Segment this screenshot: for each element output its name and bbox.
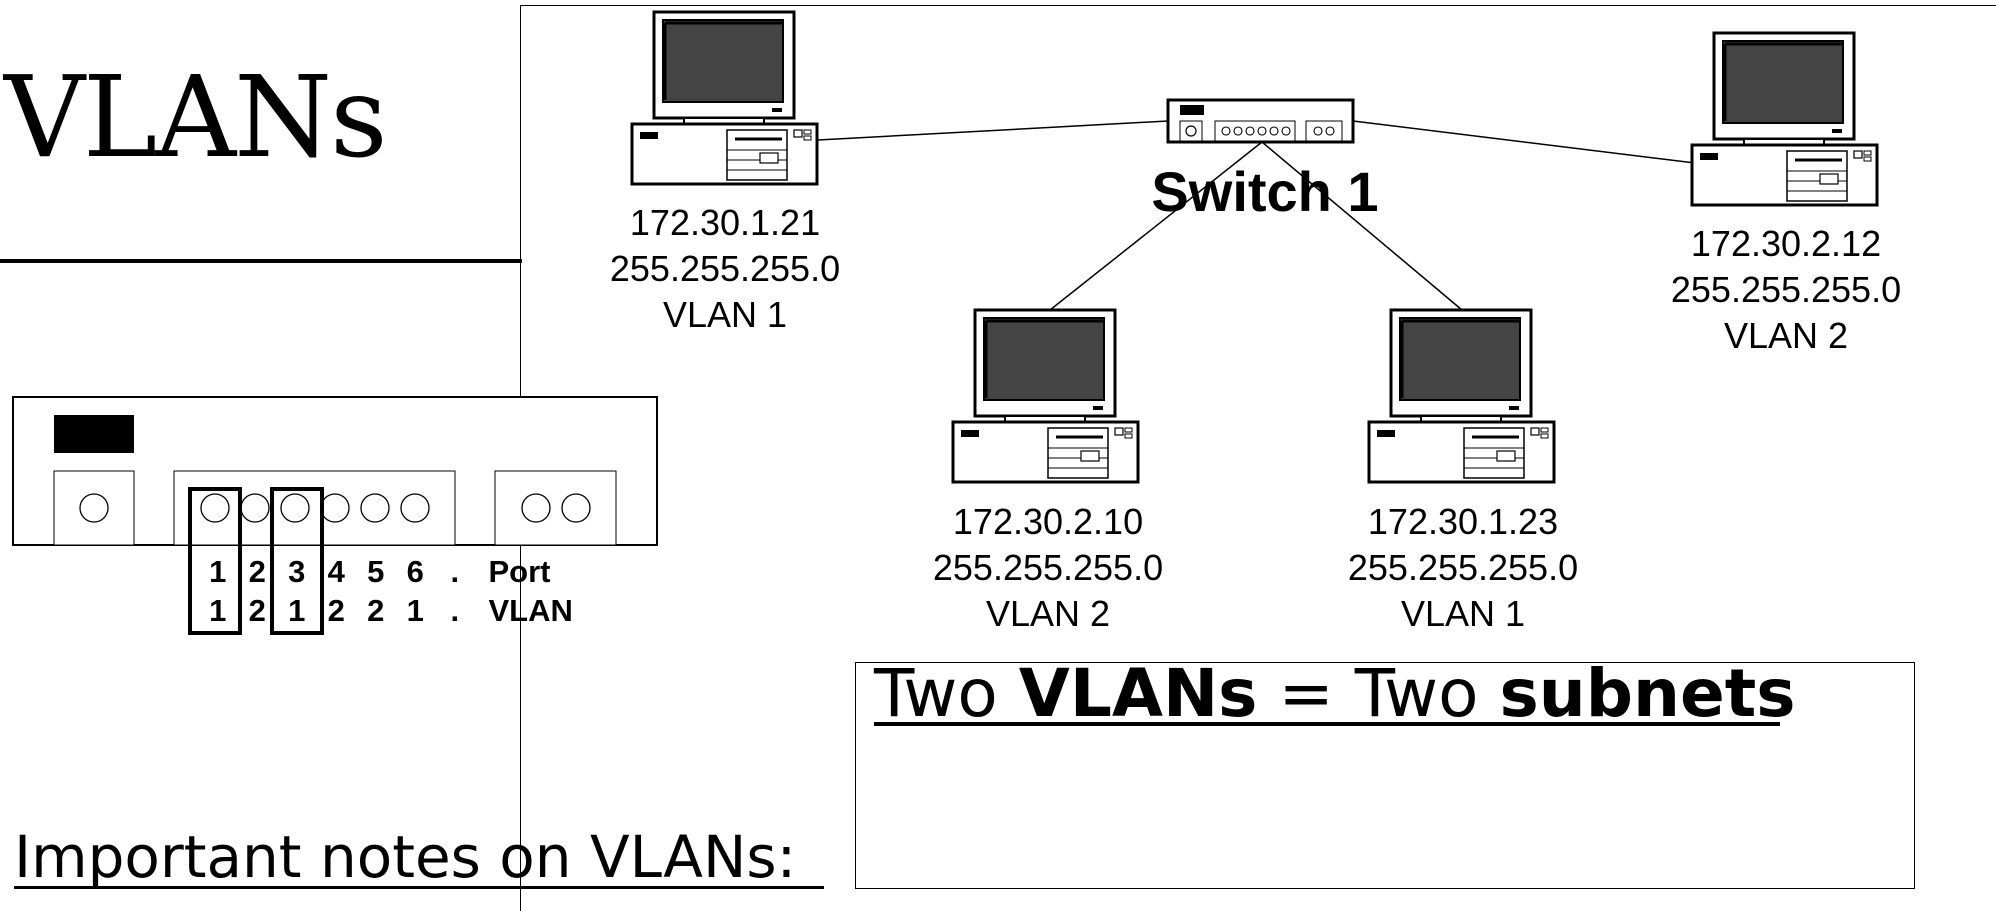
host-vlan: VLAN 1 [662, 294, 788, 335]
vlan-number: 1 [288, 592, 306, 628]
switch-detail-icon [12, 396, 658, 635]
summary-part: = Two [1257, 655, 1500, 732]
notes-underline [14, 886, 824, 889]
link-host2-switch [1049, 141, 1263, 311]
host-ip: 172.30.1.23 [1367, 501, 1559, 542]
computer-icon [951, 308, 1140, 484]
host-label-4: 172.30.2.12 255.255.255.0 VLAN 2 [1626, 221, 1946, 359]
host-ip: 172.30.2.10 [952, 501, 1144, 542]
port-number: 3 [288, 553, 306, 589]
summary-emphasis: subnets [1499, 655, 1796, 732]
port-vlan-table: 1 2 3 4 5 6 . Port 1 2 1 2 2 1 . VLAN [198, 552, 573, 630]
link-host3-switch [1261, 141, 1463, 311]
port-number: 2 [248, 553, 266, 589]
summary-emphasis: VLANs [1018, 655, 1258, 732]
summary-underline [874, 722, 1780, 726]
port-number: . [450, 553, 460, 589]
host-label-1: 172.30.1.21 255.255.255.0 VLAN 1 [565, 200, 885, 338]
vlan-number: 1 [406, 592, 424, 628]
port-number: 4 [327, 553, 345, 589]
host-label-3: 172.30.1.23 255.255.255.0 VLAN 1 [1303, 499, 1623, 637]
port-3-highlight [270, 487, 324, 635]
vlan-number: 1 [209, 592, 227, 628]
host-ip: 172.30.2.12 [1690, 223, 1882, 264]
port-row: 1 2 3 4 5 6 . Port [198, 552, 573, 591]
port-number: 1 [209, 553, 227, 589]
summary-part: Two [874, 655, 1019, 732]
summary-box [855, 662, 1915, 889]
port-number: 6 [406, 553, 424, 589]
host-label-2: 172.30.2.10 255.255.255.0 VLAN 2 [888, 499, 1208, 637]
link-host4-switch [1352, 120, 1696, 164]
link-host1-switch [817, 120, 1169, 141]
host-vlan: VLAN 1 [1400, 593, 1526, 634]
computer-icon [630, 10, 819, 186]
vlan-number: 2 [367, 592, 385, 628]
host-mask: 255.255.255.0 [609, 248, 841, 289]
computer-icon [1690, 31, 1879, 207]
vlan-number: . [450, 592, 460, 628]
host-vlan: VLAN 2 [1723, 315, 1849, 356]
vlan-row: 1 2 1 2 2 1 . VLAN [198, 591, 573, 630]
host-vlan: VLAN 2 [985, 593, 1111, 634]
host-ip: 172.30.1.21 [629, 202, 821, 243]
switch-icon [1166, 98, 1355, 144]
summary-text: Two VLANs = Two subnets [874, 654, 1796, 734]
notes-heading: Important notes on VLANs: [14, 823, 797, 891]
page-title: VLANs [4, 53, 388, 183]
vlan-row-label: VLAN [488, 592, 573, 628]
host-mask: 255.255.255.0 [1347, 547, 1579, 588]
port-1-highlight [188, 487, 242, 635]
vlan-number: 2 [248, 592, 266, 628]
host-mask: 255.255.255.0 [1670, 269, 1902, 310]
switch-label: Switch 1 [1151, 160, 1379, 223]
port-row-label: Port [488, 553, 551, 589]
host-mask: 255.255.255.0 [932, 547, 1164, 588]
vlan-number: 2 [327, 592, 345, 628]
computer-icon [1367, 308, 1556, 484]
title-rule [0, 259, 522, 263]
port-number: 5 [367, 553, 385, 589]
